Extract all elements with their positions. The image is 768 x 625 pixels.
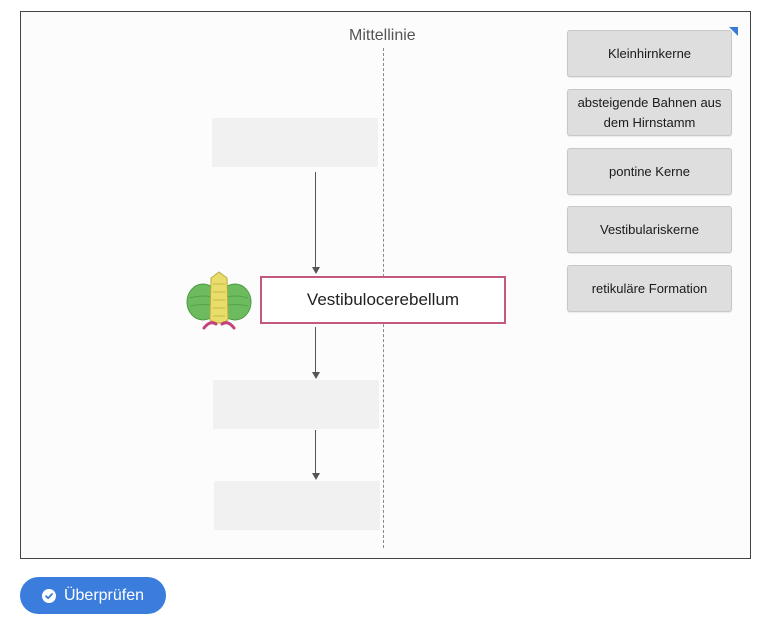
center-node-vestibulocerebellum: Vestibulocerebellum (260, 276, 506, 324)
arrow-line (315, 172, 316, 268)
option-button-retikulaere-formation[interactable]: retikuläre Formation (567, 265, 732, 312)
dropzone-input[interactable] (212, 118, 378, 167)
check-button[interactable]: Überprüfen (20, 577, 166, 614)
dropzone-output-1[interactable] (213, 380, 379, 429)
arrow-line (315, 430, 316, 473)
cerebellum-icon (186, 271, 252, 330)
check-circle-icon (41, 588, 56, 603)
option-button-vestibulariskerne[interactable]: Vestibulariskerne (567, 206, 732, 253)
corner-marker-icon (729, 27, 738, 36)
option-button-absteigende-bahnen[interactable]: absteigende Bahnen aus dem Hirnstamm (567, 89, 732, 136)
arrow-head (312, 372, 320, 379)
arrow-head (312, 267, 320, 274)
arrow-line (315, 327, 316, 372)
option-button-pontine-kerne[interactable]: pontine Kerne (567, 148, 732, 195)
arrow-head (312, 473, 320, 480)
midline-label: Mittellinie (349, 27, 416, 44)
option-button-kleinhirnkerne[interactable]: Kleinhirnkerne (567, 30, 732, 77)
check-button-label: Überprüfen (63, 586, 145, 604)
dropzone-output-2[interactable] (214, 481, 380, 530)
